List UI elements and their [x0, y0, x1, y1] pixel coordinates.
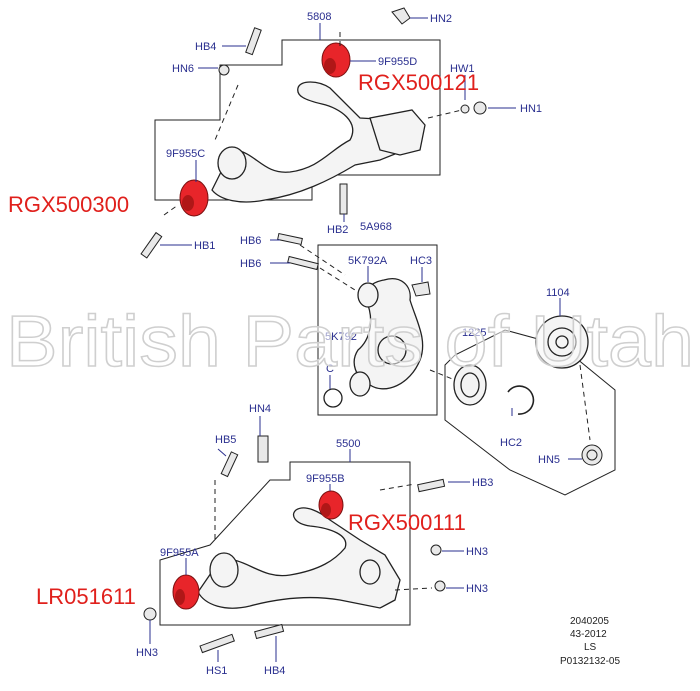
- label-5808: 5808: [307, 11, 331, 23]
- watermark: British Parts of Utah: [6, 302, 694, 382]
- label-hn5: HN5: [538, 454, 560, 466]
- label-9f955b: 9F955B: [306, 473, 345, 485]
- lower-arm-assembly: [143, 435, 446, 654]
- label-hn2: HN2: [430, 13, 452, 25]
- diagram-footer: 2040205 43-2012 LS P0132132-05: [560, 616, 620, 667]
- label-9f955a: 9F955A: [160, 547, 199, 559]
- hub-assembly: [429, 315, 616, 496]
- nut-hn3-c: [143, 607, 157, 621]
- label-hc2: HC2: [500, 437, 522, 449]
- lower-control-arm: [197, 507, 401, 609]
- part-number-rgx500111: RGX500111: [348, 510, 466, 535]
- label-5k792a: 5K792A: [348, 255, 388, 267]
- bolt-hs1: [199, 633, 235, 654]
- label-hb6-b: HB6: [240, 258, 261, 270]
- bushing-5k792a: [357, 282, 379, 308]
- washer-hw1: [460, 104, 470, 114]
- label-hn3-a: HN3: [466, 546, 488, 558]
- bolt-hb4-bottom: [254, 623, 285, 640]
- label-hb4-bottom: HB4: [264, 665, 285, 677]
- label-1104: 1104: [546, 287, 570, 299]
- label-9f955d: 9F955D: [378, 56, 417, 68]
- label-1225: 1225: [462, 327, 486, 339]
- stud-hn4: [257, 435, 269, 463]
- clip-c: [323, 388, 343, 408]
- label-5500: 5500: [336, 438, 360, 450]
- nut-hn3-a: [430, 544, 442, 556]
- label-hn6: HN6: [172, 63, 194, 75]
- bolt-hb5: [220, 451, 239, 478]
- label-hb6-a: HB6: [240, 235, 261, 247]
- label-hn4: HN4: [249, 403, 271, 415]
- part-number-rgx500300: RGX500300: [8, 192, 129, 217]
- upper-control-arm: [211, 81, 411, 203]
- clip-hc3: [411, 281, 431, 297]
- label-hb3: HB3: [472, 477, 493, 489]
- nut-hn3-b: [434, 580, 446, 592]
- bolt-hb2: [339, 183, 348, 215]
- circlip-hc2: [507, 385, 535, 415]
- bolt-hb6-a: [277, 232, 303, 246]
- label-hb2: HB2: [327, 224, 348, 236]
- label-c: C: [326, 363, 334, 375]
- bolt-hb6-b: [287, 255, 319, 271]
- label-5k792: 5K792: [325, 331, 357, 343]
- footer-code-2: 43-2012: [570, 629, 607, 640]
- footer-code-4: P0132132-05: [560, 656, 620, 667]
- label-hn3-c: HN3: [136, 647, 158, 659]
- knuckle-assembly: [277, 232, 438, 416]
- label-hb4-top: HB4: [195, 41, 216, 53]
- label-hw1: HW1: [450, 63, 474, 75]
- footer-code-1: 2040205: [570, 616, 609, 627]
- label-hs1: HS1: [206, 665, 227, 677]
- nut-hn1: [473, 101, 487, 115]
- label-hn1: HN1: [520, 103, 542, 115]
- bolt-hb3: [417, 478, 446, 493]
- bushing-5k792: [349, 371, 371, 397]
- nut-hn6: [218, 64, 230, 76]
- part-labels: 5808 HN2 HB4 HN6 9F955D HW1 HN1 9F955C H…: [136, 11, 570, 677]
- label-hn3-b: HN3: [466, 583, 488, 595]
- bolt-hb1: [140, 231, 163, 259]
- label-5a968: 5A968: [360, 221, 392, 233]
- nut-hn5: [581, 444, 603, 466]
- label-hb1: HB1: [194, 240, 215, 252]
- leader-lines: [149, 17, 582, 662]
- label-hc3: HC3: [410, 255, 432, 267]
- label-9f955c: 9F955C: [166, 148, 205, 160]
- part-number-callouts: RGX500121 RGX500300 RGX500111 LR051611: [8, 70, 479, 609]
- upper-arm-assembly: [140, 7, 487, 259]
- part-number-lr051611: LR051611: [36, 584, 136, 609]
- bracket-hn2: [391, 7, 411, 25]
- label-hb5: HB5: [215, 434, 236, 446]
- footer-code-3: LS: [584, 642, 597, 653]
- part-number-rgx500121: RGX500121: [358, 70, 479, 95]
- bolt-hb4-top: [245, 27, 262, 56]
